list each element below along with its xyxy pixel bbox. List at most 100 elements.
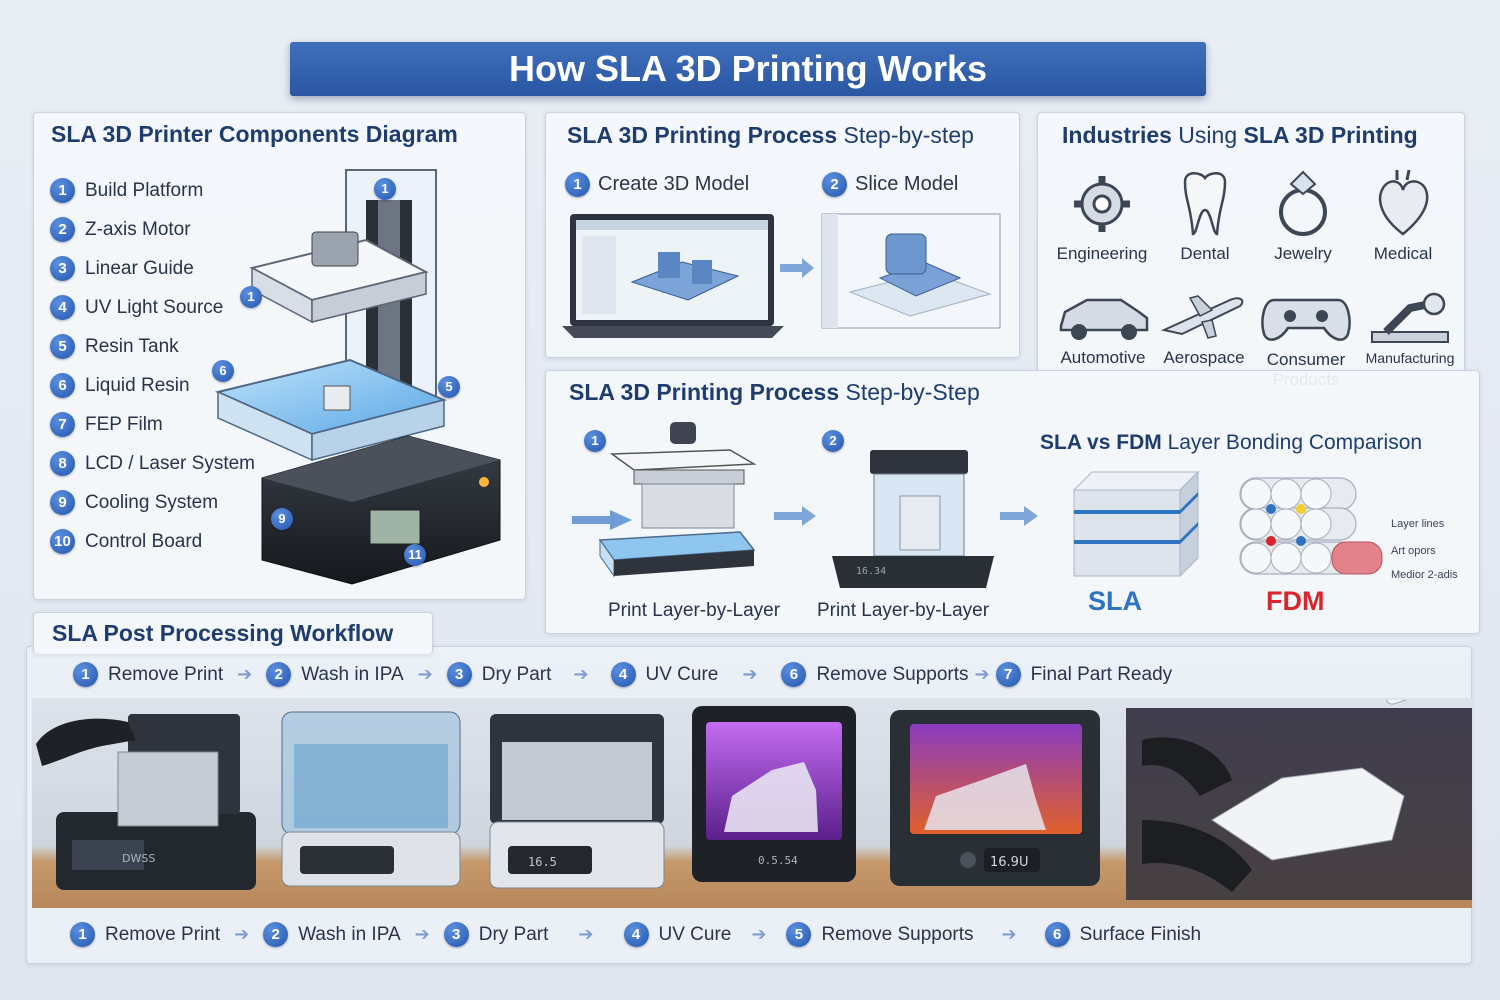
- component-label: Linear Guide: [85, 257, 194, 279]
- callout-badge: 9: [271, 508, 293, 530]
- arrow-icon: ➔: [414, 924, 430, 944]
- component-label: Liquid Resin: [85, 374, 190, 396]
- step-label: UV Cure: [645, 663, 719, 685]
- industry-label: Aerospace: [1163, 348, 1245, 367]
- step-number-badge: 2: [50, 217, 75, 242]
- step-number-badge: 9: [50, 490, 75, 515]
- arrow-icon: ➔: [974, 664, 990, 684]
- step-number-badge: 2: [822, 430, 844, 452]
- slicer-screen-illustration: [821, 213, 1001, 329]
- step-caption: Print Layer-by-Layer: [607, 600, 781, 621]
- industry-medical: Medical: [1358, 170, 1448, 264]
- printing-layer-illustration: [572, 422, 757, 578]
- step-number-badge: 3: [446, 662, 472, 687]
- fdm-layer-block: [1239, 477, 1383, 575]
- comparison-note: Art opors: [1391, 545, 1436, 557]
- comparison-note: Layer lines: [1391, 518, 1445, 530]
- step-label: Final Part Ready: [1030, 663, 1173, 685]
- callout-badge: 6: [212, 360, 234, 382]
- robot-arm-icon: [1371, 292, 1449, 343]
- industry-aerospace: Aerospace: [1158, 290, 1250, 368]
- arrow-icon: [774, 506, 816, 526]
- main-title: How SLA 3D Printing Works: [508, 48, 988, 89]
- component-label: FEP Film: [85, 413, 163, 435]
- process-top-title: SLA 3D Printing Process Step-by-step: [567, 122, 974, 148]
- step-number-badge: 3: [50, 256, 75, 281]
- step-number-badge: 4: [610, 662, 636, 687]
- car-icon: [1059, 298, 1149, 340]
- component-item: 4 UV Light Source: [50, 288, 255, 327]
- sla-layer-block: [1072, 470, 1200, 578]
- industry-label: Manufacturing: [1365, 350, 1455, 366]
- step-label: Surface Finish: [1079, 923, 1202, 945]
- step-caption: Print Layer-by-Layer: [816, 600, 990, 621]
- step-number-badge: 10: [50, 529, 75, 554]
- process-mid-title: SLA 3D Printing Process Step-by-Step: [569, 379, 980, 405]
- tooth-icon: [1183, 172, 1227, 236]
- step-number-badge: 6: [50, 373, 75, 398]
- step-number-badge: 4: [623, 922, 649, 947]
- arrow-icon: ➔: [742, 664, 758, 684]
- component-item: 7 FEP Film: [50, 405, 255, 444]
- post-processing-title-tab: [33, 612, 433, 654]
- industry-label: Medical: [1373, 244, 1433, 263]
- process-step-create: 1 Create 3D Model: [565, 172, 749, 197]
- component-item: 6 Liquid Resin: [50, 366, 255, 405]
- gamepad-icon: [1261, 298, 1351, 341]
- airplane-icon: [1160, 295, 1244, 339]
- device-display: 0.5.54: [758, 854, 798, 867]
- step-label: UV Cure: [658, 923, 732, 945]
- component-label: UV Light Source: [85, 296, 224, 318]
- step-number-badge: 5: [50, 334, 75, 359]
- step-label: Wash in IPA: [301, 663, 404, 685]
- heart-organ-icon: [1378, 170, 1429, 236]
- step-number-badge: 2: [822, 172, 847, 197]
- industry-label: Automotive: [1060, 348, 1146, 367]
- step-number-badge: 5: [786, 922, 812, 947]
- component-label: LCD / Laser System: [85, 452, 255, 474]
- step-number-badge: 1: [70, 922, 95, 947]
- step-number-badge: 1: [50, 178, 75, 203]
- fdm-label: FDM: [1266, 586, 1325, 616]
- callout-badge: 1: [240, 286, 262, 308]
- industry-label: Engineering: [1056, 244, 1148, 263]
- industry-jewelry: Jewelry: [1258, 170, 1348, 264]
- step-label: Create 3D Model: [598, 173, 750, 195]
- arrow-icon: ➔: [751, 924, 767, 944]
- device-readout: 16.34: [856, 566, 886, 577]
- laptop-cad-illustration: [562, 214, 784, 338]
- callout-badge: 1: [374, 178, 396, 200]
- arrow-icon: ➔: [573, 664, 589, 684]
- component-label: Control Board: [85, 530, 203, 552]
- component-item: 2 Z-axis Motor: [50, 210, 255, 249]
- step-label: Remove Supports: [816, 663, 969, 685]
- step-label: Slice Model: [855, 173, 959, 195]
- industry-automotive: Automotive: [1050, 290, 1156, 368]
- step-number-badge: 7: [50, 412, 75, 437]
- arrow-icon: ➔: [1001, 924, 1017, 944]
- step-label: Dry Part: [481, 663, 552, 685]
- device-display: 16.5: [528, 855, 557, 869]
- comparison-title: SLA vs FDM Layer Bonding Comparison: [1040, 431, 1423, 454]
- arrow-icon: [1000, 506, 1038, 526]
- component-label: Cooling System: [85, 491, 219, 513]
- component-label: Z-axis Motor: [85, 218, 191, 240]
- post-processing-devices-illustration: DWSS 16.5 0.5.54 16.9U: [36, 700, 1472, 900]
- ring-icon: [1279, 170, 1327, 236]
- sla-printer-illustration: [214, 169, 501, 585]
- arrow-icon: ➔: [417, 664, 433, 684]
- step-number-badge: 1: [584, 430, 606, 452]
- industry-manufacturing: Manufacturing: [1360, 290, 1460, 366]
- component-item: 9 Cooling System: [50, 483, 255, 522]
- arrow-icon: ➔: [234, 924, 250, 944]
- step-number-badge: 2: [263, 922, 289, 947]
- industry-label: Dental: [1180, 244, 1230, 263]
- step-number-badge: 4: [50, 295, 75, 320]
- step-label: Remove Print: [108, 663, 224, 685]
- main-title-banner: How SLA 3D Printing Works: [290, 42, 1206, 96]
- step-number-badge: 6: [1044, 922, 1070, 947]
- step-label: Wash in IPA: [298, 923, 401, 945]
